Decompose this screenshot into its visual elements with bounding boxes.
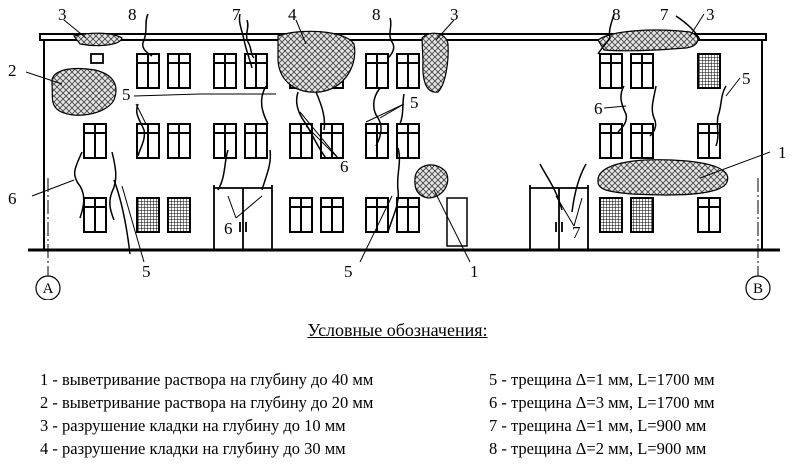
service-door: [446, 197, 468, 247]
legend-item-1: 1 - выветривание раствора на глубину до …: [40, 370, 374, 389]
facade-outline: [28, 33, 780, 252]
damage-zone-3-right: [597, 29, 699, 52]
crack-6-mid: [295, 91, 327, 159]
crack-5-right: [715, 85, 727, 147]
callout-5-upper-left: 5: [122, 85, 131, 104]
damage-zones: [51, 29, 729, 199]
window-group: [83, 53, 721, 233]
callout-6-right: 6: [594, 99, 603, 118]
callout-5-lower-left: 5: [142, 262, 151, 281]
entrance-door-right: [529, 185, 589, 250]
small-vent: [90, 53, 104, 64]
callout-8-mid: 8: [372, 5, 381, 24]
callout-5-upper-mid: 5: [410, 93, 419, 112]
facade-drawing: А В 3 8 7 4 8 3 8 7 3 2 5 5 5 6 1 6 6 6 …: [8, 5, 787, 300]
crack-7-roof: [675, 15, 701, 41]
crack-7-right-door: [539, 163, 563, 211]
callout-5-lower-mid: 5: [344, 262, 353, 281]
crack-7-door-right: [261, 149, 272, 191]
callout-7-door: 7: [572, 223, 581, 242]
callout-3-left: 3: [58, 5, 67, 24]
crack-6-left: [73, 151, 85, 219]
crack-5-left-b: [113, 179, 131, 255]
crack-5-left: [135, 103, 146, 157]
damage-zone-3-mid: [421, 32, 449, 93]
crack-8-b: [245, 19, 255, 59]
window-137-2b: [167, 197, 191, 233]
legend-column-left: 1 - выветривание раствора на глубину до …: [40, 368, 373, 460]
legend-item-4: 4 - разрушение кладки на глубину до 30 м…: [40, 439, 346, 458]
callout-8-right: 8: [612, 5, 621, 24]
damage-zone-1-large: [597, 159, 729, 196]
callout-6-mid: 6: [340, 157, 349, 176]
axis-a: А: [35, 178, 61, 300]
callout-8-left: 8: [128, 5, 137, 24]
legend-item-7: 7 - трещина Δ=1 мм, L=900 мм: [489, 416, 707, 435]
damage-zone-2: [51, 67, 117, 116]
legend-item-8: 8 - трещина Δ=2 мм, L=900 мм: [489, 439, 707, 458]
callout-1-right: 1: [778, 143, 787, 162]
callout-6-door: 6: [224, 219, 233, 238]
crack-7-door-left: [217, 149, 229, 191]
crack-7-top: [238, 13, 253, 69]
crack-5-lower: [387, 147, 401, 233]
crack-5-mid: [373, 87, 382, 147]
callout-3-right: 3: [706, 5, 715, 24]
legend-column-right: 5 - трещина Δ=1 мм, L=1700 мм 6 - трещин…: [489, 368, 715, 460]
callout-5-right: 5: [742, 69, 751, 88]
callout-3-mid: 3: [450, 5, 459, 24]
callout-2: 2: [8, 61, 17, 80]
window-698-0: [697, 53, 721, 89]
legend-item-6: 6 - трещина Δ=3 мм, L=1700 мм: [489, 393, 715, 412]
callout-1-mid: 1: [470, 262, 479, 281]
callout-7-right: 7: [660, 5, 669, 24]
crack-6-right: [617, 85, 628, 133]
legend-item-3: 3 - разрушение кладки на глубину до 10 м…: [40, 416, 346, 435]
callout-labels: 3 8 7 4 8 3 8 7 3 2 5 5 5 6 1 6 6 6 7 5 …: [8, 5, 787, 281]
axis-a-label: А: [43, 281, 54, 297]
entrance-door-left: [213, 185, 273, 250]
axis-b: В: [745, 178, 771, 300]
damage-zone-3-left: [72, 32, 123, 47]
legend-title: Условные обозначения:: [307, 320, 488, 340]
crack-6-mid-b: [315, 91, 326, 131]
axis-b-label: В: [753, 281, 763, 297]
door-group: [90, 53, 589, 250]
window-137-2a: [136, 197, 160, 233]
crack-8-c: [387, 17, 395, 59]
callout-7-top: 7: [232, 5, 241, 24]
crack-8-a: [141, 13, 153, 57]
damage-zone-1-small: [414, 164, 449, 199]
crack-7-mid: [260, 85, 269, 125]
damage-zone-4: [277, 30, 356, 93]
crack-7-right-door-b: [571, 163, 587, 213]
legend-item-5: 5 - трещина Δ=1 мм, L=1700 мм: [489, 370, 715, 389]
crack-6-left-b: [109, 151, 117, 221]
crack-lines: [73, 13, 727, 255]
leader-lines: [25, 13, 771, 263]
crack-5-mid-b: [399, 93, 405, 125]
window-600-2a: [599, 197, 623, 233]
callout-6-left: 6: [8, 189, 17, 208]
crack-6-right-b: [649, 85, 657, 137]
callout-4: 4: [288, 5, 297, 24]
crack-8-d: [597, 13, 615, 55]
window-600-2b: [630, 197, 654, 233]
legend-item-2: 2 - выветривание раствора на глубину до …: [40, 393, 374, 412]
